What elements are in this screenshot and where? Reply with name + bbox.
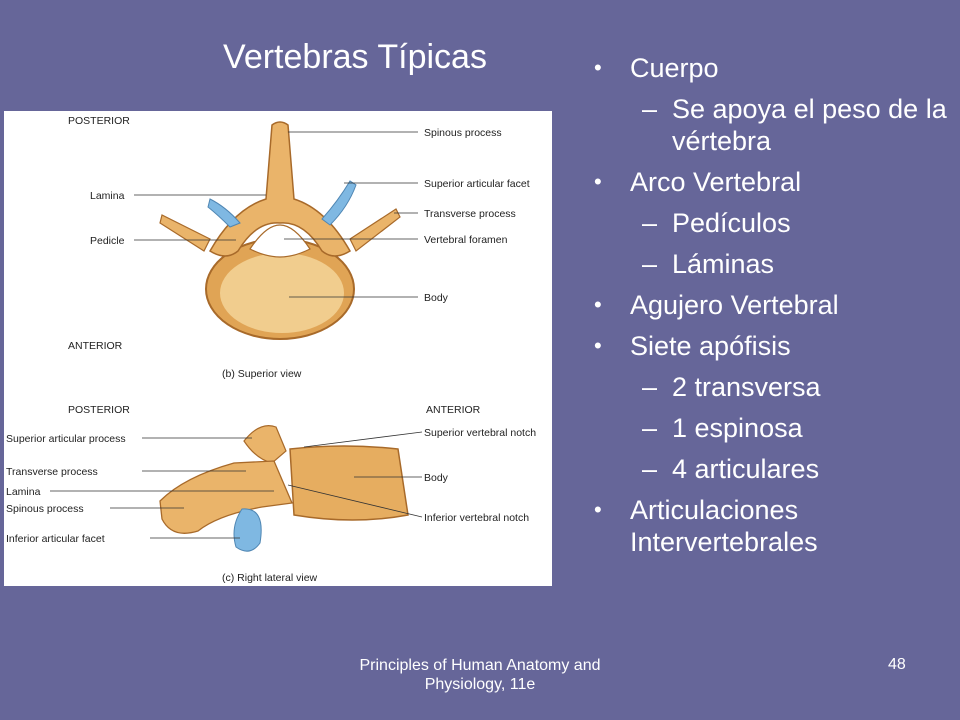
slide-title: Vertebras Típicas	[223, 38, 487, 76]
dash-marker: –	[642, 372, 658, 402]
bottom-leader-lines	[50, 431, 423, 539]
bullet-item: Articulaciones Intervertebrales	[590, 494, 960, 558]
top-caption: (b) Superior view	[222, 368, 302, 380]
page-number: 48	[888, 656, 906, 673]
bullet-item: Cuerpo	[590, 52, 960, 84]
vertebral-arch-shape	[208, 121, 352, 257]
label-lateral-spinous-process: Spinous process	[6, 503, 84, 515]
dash-marker: –	[642, 208, 658, 238]
vertebra-illustration: POSTERIOR ANTERIOR (b) Superior view Spi…	[6, 115, 536, 584]
sub-bullet-text: Láminas	[672, 249, 775, 279]
vertebral-body-surface	[220, 253, 344, 333]
label-superior-articular-facet: Superior articular facet	[424, 178, 530, 190]
sub-bullet-item: –Se apoya el peso de la vértebra	[590, 93, 960, 157]
lateral-body-shape	[289, 445, 409, 521]
sub-bullet-item: –Láminas	[590, 248, 960, 280]
lateral-arch-shape	[159, 460, 293, 534]
bullet-item: Agujero Vertebral	[590, 289, 960, 321]
bottom-posterior-label: POSTERIOR	[68, 404, 130, 416]
label-inferior-articular-facet: Inferior articular facet	[6, 533, 105, 545]
inferior-articular-facet-shape	[233, 508, 262, 552]
label-superior-vertebral-notch: Superior vertebral notch	[424, 427, 536, 439]
sub-bullet-text: 1 espinosa	[672, 413, 803, 443]
bottom-caption: (c) Right lateral view	[222, 572, 318, 584]
dash-marker: –	[642, 413, 658, 443]
footer-text: Principles of Human Anatomy and Physiolo…	[359, 657, 601, 693]
right-transverse-process-shape	[349, 208, 401, 252]
sub-bullet-text: Se apoya el peso de la vértebra	[672, 94, 947, 156]
bullet-list: Cuerpo –Se apoya el peso de la vértebra …	[590, 52, 960, 567]
sub-bullet-item: –1 espinosa	[590, 412, 960, 444]
dash-marker: –	[642, 94, 658, 124]
vertebral-foramen-shape	[249, 224, 311, 258]
sub-bullet-item: –4 articulares	[590, 453, 960, 485]
label-inferior-vertebral-notch: Inferior vertebral notch	[424, 512, 529, 524]
label-body: Body	[424, 292, 449, 304]
label-vertebral-foramen: Vertebral foramen	[424, 234, 508, 246]
top-anterior-label: ANTERIOR	[68, 340, 123, 352]
label-superior-articular-process: Superior articular process	[6, 433, 126, 445]
sub-bullet-text: 4 articulares	[672, 454, 820, 484]
label-spinous-process: Spinous process	[424, 127, 502, 139]
vertebra-figure: POSTERIOR ANTERIOR (b) Superior view Spi…	[4, 111, 552, 586]
left-transverse-process-shape	[159, 214, 211, 252]
top-leader-lines	[134, 131, 418, 298]
right-articular-facet-shape	[321, 180, 357, 226]
label-lateral-transverse-process: Transverse process	[6, 466, 98, 478]
bottom-anterior-label: ANTERIOR	[426, 404, 481, 416]
bullet-item: Arco Vertebral	[590, 166, 960, 198]
label-lateral-lamina: Lamina	[6, 486, 41, 498]
label-transverse-process: Transverse process	[424, 208, 516, 220]
bullet-item: Siete apófisis	[590, 330, 960, 362]
sub-bullet-item: –2 transversa	[590, 371, 960, 403]
label-pedicle: Pedicle	[90, 235, 125, 247]
top-posterior-label: POSTERIOR	[68, 115, 130, 127]
sub-bullet-text: 2 transversa	[672, 372, 821, 402]
left-articular-facet-shape	[207, 198, 241, 228]
label-lamina: Lamina	[90, 190, 125, 202]
sub-bullet-item: –Pedículos	[590, 207, 960, 239]
dash-marker: –	[642, 454, 658, 484]
dash-marker: –	[642, 249, 658, 279]
label-lateral-body: Body	[424, 472, 449, 484]
sub-bullet-text: Pedículos	[672, 208, 791, 238]
superior-articular-process-shape	[243, 425, 287, 464]
